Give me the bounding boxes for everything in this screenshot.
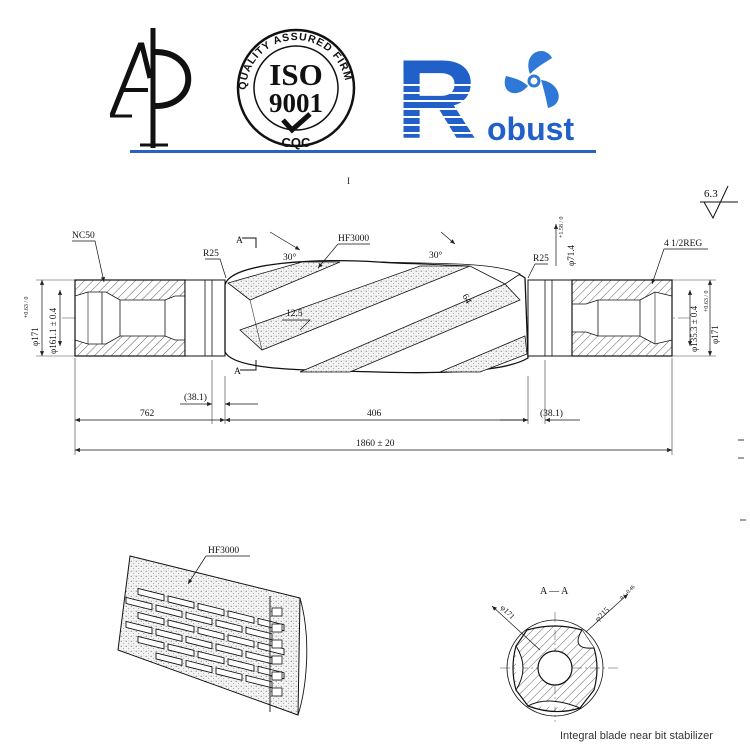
- blade-section: [224, 259, 529, 374]
- dia-neck-tol: +1.58 / 0: [559, 216, 565, 238]
- left-neck: [184, 279, 226, 357]
- section-dia-inner: φ171: [499, 603, 517, 621]
- ap-logo-text: AP: [0, 0, 2, 1]
- dia-neck: φ71.4: [566, 245, 576, 266]
- iso-9001-seal: QUALITY ASSURED FIRM ISO 9001 CQC: [236, 28, 356, 150]
- dia-left-outer: φ171: [30, 327, 40, 346]
- brick-inserts: [125, 587, 285, 689]
- iso-number: 9001: [269, 88, 323, 118]
- cqc-label: CQC: [282, 135, 312, 150]
- margin-ticks: [738, 439, 746, 521]
- dia-right-inner: φ135.3 ± 0.4: [689, 305, 699, 352]
- blade-width-label: 64: [459, 293, 473, 306]
- thread-callouts: NC50 4 1/2REG HF3000 R25 R25 30° 30° A A…: [72, 231, 708, 377]
- brand-r: R: [396, 37, 477, 162]
- header-rule: [130, 150, 596, 153]
- right-pin-connection: [571, 279, 673, 357]
- radius-right-label: R25: [533, 254, 549, 264]
- section-title: A — A: [540, 586, 569, 597]
- mark-i: I: [347, 176, 350, 186]
- section-a-a: A — A φ171 φ215 0 / -0.46: [491, 584, 637, 722]
- robust-logo: R obust: [392, 37, 574, 162]
- dim-38-left: (38.1): [184, 392, 207, 403]
- angle-right-label: 30°: [429, 250, 443, 261]
- angle-left-label: 30°: [283, 252, 297, 263]
- dim-38-right: (38.1): [540, 408, 563, 419]
- check-icon: [281, 112, 312, 134]
- blade-depth-label: 12.5: [286, 309, 303, 319]
- length-dims: 762 (38.1) 406 (38.1) 1860 ± 20: [74, 358, 673, 455]
- roughness-symbol: 6.3: [700, 185, 738, 220]
- right-neck: [527, 279, 573, 357]
- dia-left-inner: φ161.1 ± 0.4: [48, 307, 58, 354]
- hardfacing-detail: HF3000: [117, 546, 308, 716]
- section-mark-bottom: A: [234, 367, 241, 377]
- dim-406: 406: [367, 409, 382, 419]
- section-dia-outer-tol: 0 / -0.46: [619, 584, 636, 601]
- left-box-connection: [74, 279, 186, 357]
- section-mark-top: A: [236, 236, 243, 246]
- hardfacing-label: HF3000: [338, 234, 369, 244]
- dim-total: 1860 ± 20: [356, 439, 395, 449]
- dia-right-outer: φ171: [710, 325, 720, 344]
- section-dia-outer: φ215: [593, 605, 611, 623]
- brand-rest: obust: [487, 111, 574, 147]
- thread-left-label: NC50: [72, 231, 95, 241]
- propeller-icon: [504, 51, 559, 108]
- radius-left-label: R25: [203, 249, 219, 259]
- thread-right-label: 4 1/2REG: [664, 239, 702, 249]
- dia-right-outer-tol: +0.63 / 0: [704, 290, 710, 312]
- dia-left-outer-tol: +0.63 / 0: [24, 296, 30, 318]
- iso-label: ISO: [269, 57, 322, 92]
- caption: Integral blade near bit stabilizer: [560, 730, 713, 742]
- r-stripes: [392, 84, 492, 134]
- dim-762: 762: [140, 409, 155, 419]
- detail-label: HF3000: [208, 546, 239, 556]
- diameter-dims: φ171 +0.63 / 0 φ161.1 ± 0.4 φ135.3 ± 0.4…: [24, 216, 720, 357]
- roughness-value: 6.3: [704, 188, 718, 200]
- ap-logo: AP: [0, 0, 192, 148]
